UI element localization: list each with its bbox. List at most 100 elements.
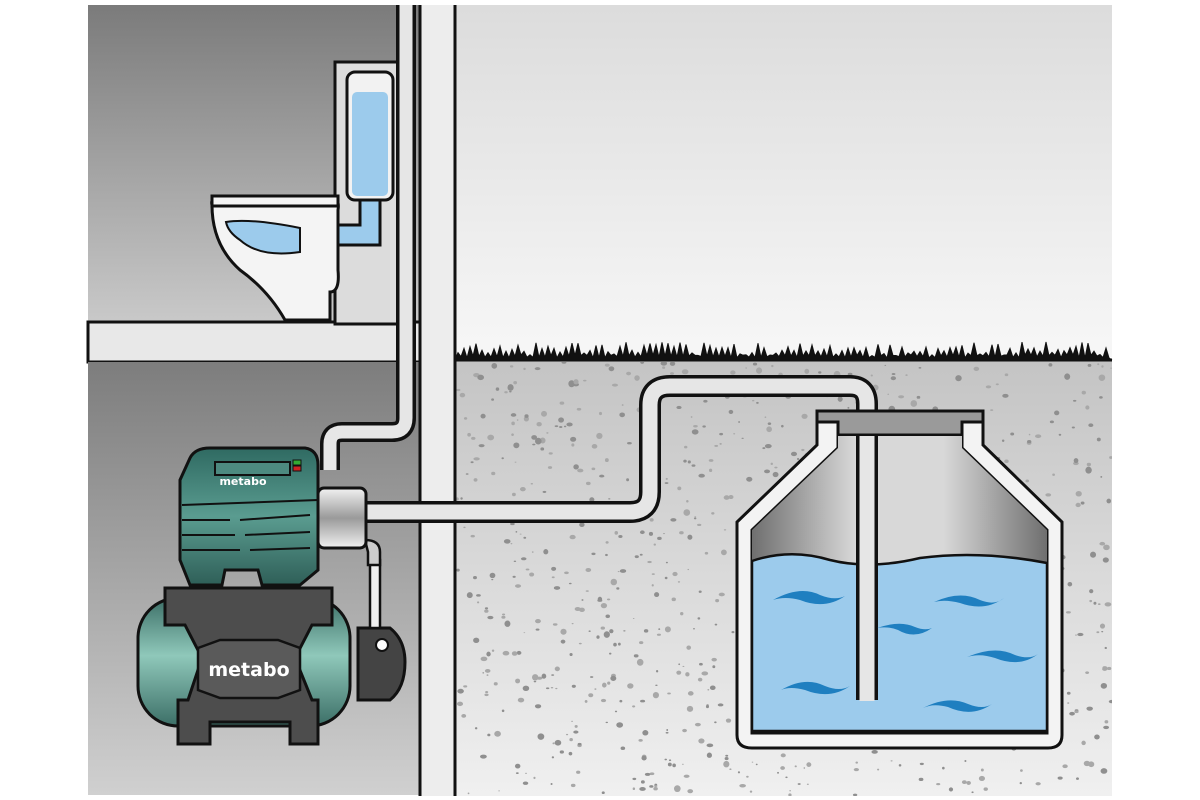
- speckle: [1004, 459, 1009, 464]
- speckle: [476, 601, 480, 604]
- speckle: [601, 791, 605, 795]
- speckle: [605, 721, 609, 724]
- speckle: [919, 762, 924, 766]
- speckle: [523, 632, 526, 634]
- speckle: [801, 413, 808, 419]
- speckle: [752, 362, 758, 366]
- speckle: [690, 416, 693, 418]
- speckle: [660, 362, 668, 366]
- speckle: [489, 572, 496, 579]
- speckle: [511, 433, 514, 436]
- speckle: [1057, 776, 1063, 780]
- speckle: [602, 682, 607, 688]
- speckle: [708, 459, 714, 462]
- speckle: [1090, 551, 1097, 558]
- speckle: [533, 680, 537, 683]
- speckle: [501, 457, 504, 460]
- speckle: [632, 705, 636, 708]
- wave: [781, 681, 850, 695]
- speckle: [473, 478, 478, 482]
- speckle: [691, 429, 699, 435]
- speckle: [672, 571, 678, 577]
- speckle: [610, 578, 618, 586]
- speckle: [502, 650, 510, 656]
- speckle: [1104, 720, 1109, 724]
- speckle: [487, 434, 495, 441]
- wave: [967, 650, 1038, 663]
- speckle: [995, 383, 999, 386]
- speckle: [730, 370, 736, 375]
- speckle: [978, 775, 985, 782]
- speckle: [564, 571, 569, 575]
- speckle: [579, 522, 585, 527]
- speckle: [709, 685, 716, 691]
- speckle: [916, 395, 921, 399]
- speckle: [608, 366, 615, 372]
- speckle: [473, 457, 480, 461]
- speckle: [554, 666, 560, 672]
- speckle: [676, 670, 682, 675]
- speckle: [973, 366, 980, 371]
- speckle: [530, 483, 534, 485]
- speckle: [910, 400, 918, 407]
- speckle: [1110, 367, 1112, 369]
- speckle: [1100, 682, 1108, 689]
- speckle: [877, 768, 880, 771]
- speckle: [701, 671, 709, 676]
- speckle: [607, 681, 611, 685]
- water-waves: [773, 591, 1038, 712]
- speckle: [588, 693, 594, 698]
- speckle: [588, 630, 591, 632]
- speckle: [569, 534, 576, 540]
- speckle: [1072, 399, 1077, 402]
- speckle: [664, 576, 668, 580]
- speckle: [677, 486, 682, 491]
- speckle: [619, 569, 627, 573]
- speckle: [589, 676, 594, 678]
- speckle: [665, 731, 669, 734]
- speckle: [1085, 405, 1090, 410]
- speckle: [1062, 764, 1068, 769]
- speckle: [887, 393, 890, 395]
- speckle: [604, 458, 609, 463]
- speckle: [605, 541, 609, 544]
- speckle: [534, 367, 541, 371]
- speckle: [719, 432, 724, 436]
- floor-slab: [86, 320, 422, 364]
- speckle: [785, 776, 788, 779]
- speckle: [649, 785, 654, 788]
- speckle: [571, 684, 576, 688]
- speckle: [966, 780, 971, 785]
- speckle: [751, 761, 754, 763]
- speckle: [480, 656, 488, 662]
- speckle: [604, 363, 610, 367]
- pressure-hose: [368, 558, 382, 630]
- speckle: [1035, 434, 1042, 439]
- speckle: [918, 367, 922, 369]
- speckle: [1081, 390, 1086, 395]
- speckle: [711, 512, 715, 515]
- suction-pipe-fill: [365, 378, 875, 700]
- speckle: [516, 650, 522, 655]
- speckle: [535, 437, 542, 445]
- speckle: [463, 526, 466, 529]
- speckle: [621, 404, 624, 406]
- speckle: [664, 758, 668, 761]
- display-panel: [214, 461, 291, 476]
- speckle: [1104, 646, 1107, 650]
- speckle: [532, 674, 539, 681]
- speckle: [574, 724, 578, 728]
- toilet: [210, 60, 407, 326]
- speckle: [560, 639, 566, 644]
- speckle: [1001, 439, 1005, 442]
- speckle: [1067, 581, 1073, 587]
- speckle: [532, 443, 536, 446]
- speckle: [766, 426, 772, 433]
- speckle: [577, 742, 582, 746]
- speckle: [1002, 393, 1009, 398]
- speckle: [871, 750, 878, 754]
- speckle: [679, 531, 684, 535]
- speckle: [1101, 365, 1104, 368]
- speckle: [990, 409, 994, 412]
- tank-air: [752, 436, 1047, 563]
